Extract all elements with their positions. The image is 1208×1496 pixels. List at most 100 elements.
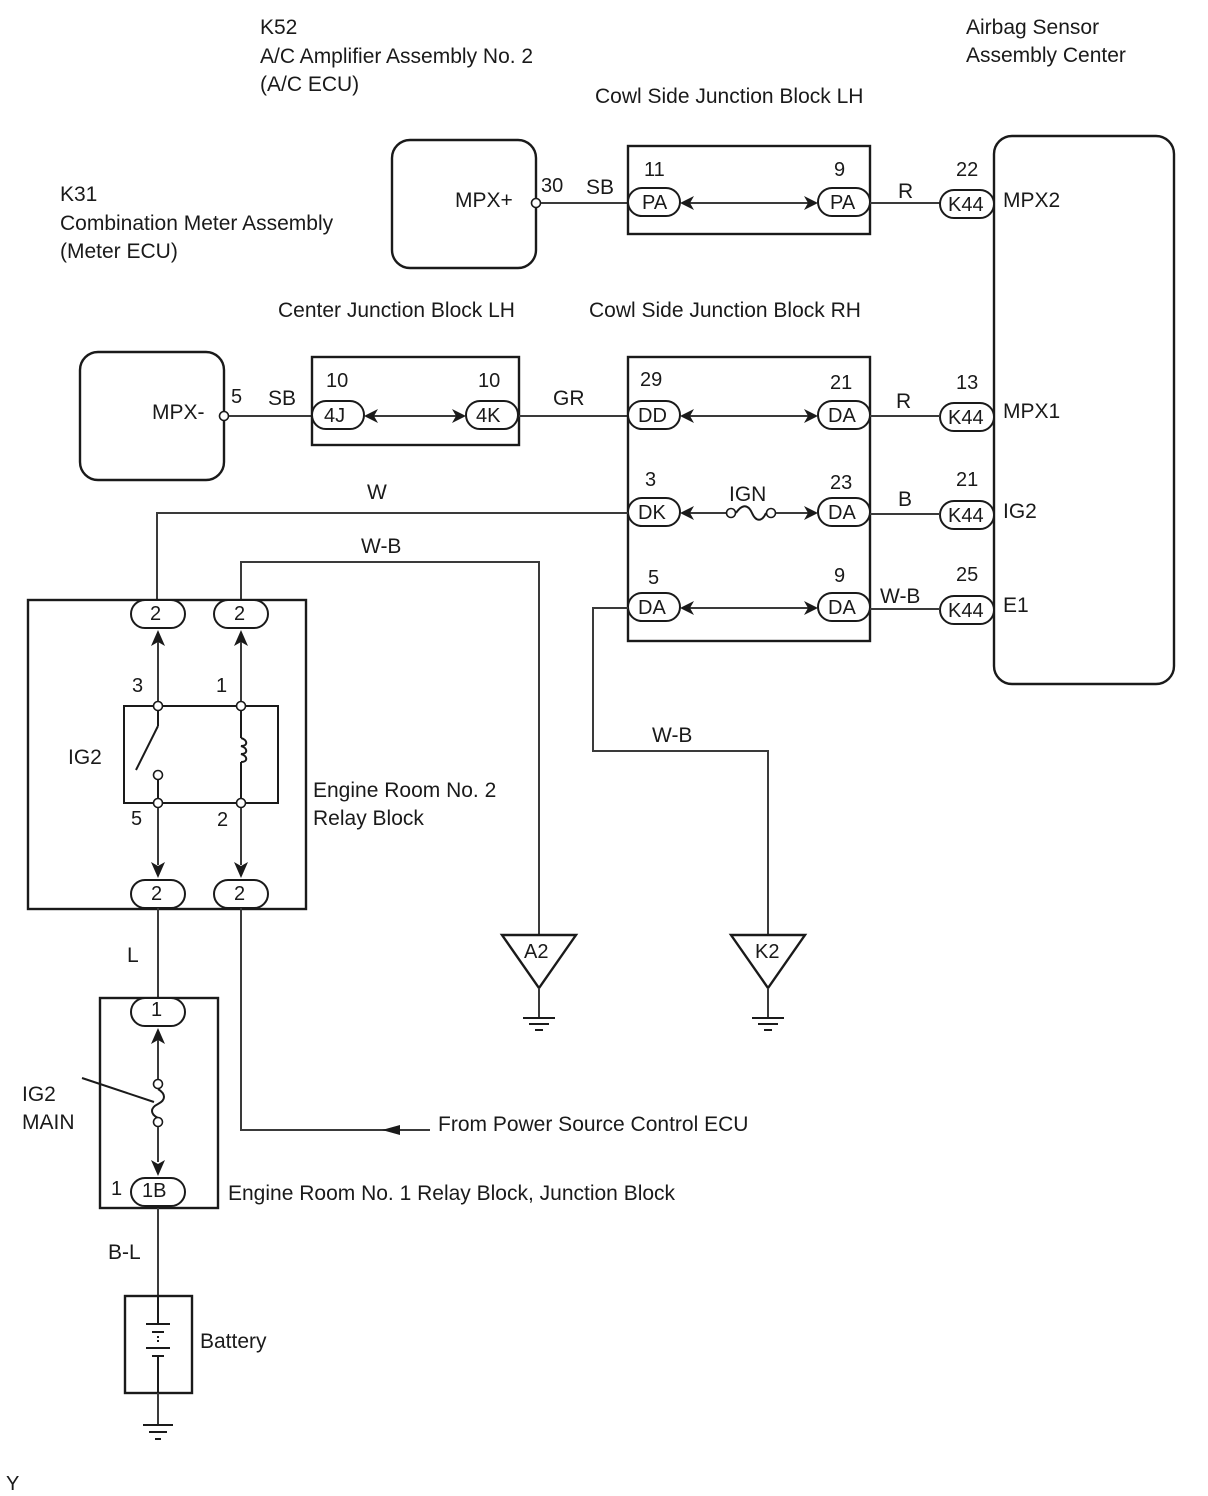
relay-terminal-1 [235,700,247,712]
center-jb-left-conn-label: 4J [324,405,345,427]
relay-terminal-2 [235,797,247,809]
cowl-rh-title: Cowl Side Junction Block RH [589,299,861,322]
relay-block-1-bottom-conn-label: 1B [142,1180,166,1202]
airbag-connector-mpx2 [939,189,995,219]
airbag-sensor-box [992,134,1176,686]
wire-relay-dk-color: W [367,481,387,504]
relay-terminal-3 [152,700,164,712]
meter-ecu-terminal-dot [218,410,230,422]
cowl-rh-r1-right-conn-label: DA [828,405,856,427]
ground-a2-label: A2 [524,941,548,963]
cowl-rh-r2-right-arrow [804,506,818,520]
wire-cowl-lh-airbag-color: R [898,180,913,203]
wire-relay-fuse-color: L [127,944,139,967]
ign-fuse-right-terminal [765,507,777,519]
airbag-terminal-e1: E1 [1003,594,1029,617]
cowl-rh-r1-left-conn-label: DD [638,405,667,427]
cowl-rh-r2-right-connector [817,497,871,527]
center-jb-right-conn-label: 4K [476,405,501,427]
cowl-lh-left-arrow [680,196,694,210]
center-jb-title: Center Junction Block LH [278,299,515,322]
cowl-rh-r3-right-connector [817,592,871,622]
ac-ecu-sub: (A/C ECU) [260,73,359,96]
cowl-rh-r3-right-arrow [804,601,818,615]
power-source-label: From Power Source Control ECU [438,1113,748,1136]
relay-block-2-top-left-arrow [151,630,165,646]
fuse-label-2: MAIN [22,1111,75,1134]
center-jb-left-connector [311,400,365,430]
ground-k2-label: K2 [755,941,779,963]
wire-cowl-rh-e1-color: W-B [880,585,920,608]
relay-block-1-top-connector [130,997,186,1027]
relay-block-2-title-2: Relay Block [313,807,424,830]
wire-cowl-rh-k2-color: W-B [652,724,692,747]
cowl-rh-r3-right-conn-label: DA [828,597,856,619]
cowl-rh-r3-left-arrow [680,601,694,615]
ac-ecu-pin: 30 [541,175,563,197]
relay-block-2-top-right-label: 2 [234,603,245,625]
center-jb-right-pin: 10 [478,370,500,392]
wire-cowl-rh-k2 [592,607,769,935]
corner-mark: Y [6,1473,19,1495]
power-source-arrow [382,1125,400,1135]
cowl-lh-right-arrow [804,196,818,210]
airbag-title-1: Airbag Sensor [966,16,1099,39]
cowl-lh-left-conn-label: PA [642,192,668,214]
wire-center-cowl-rh-color: GR [553,387,585,410]
relay-block-1-bottom-pin: 1 [111,1178,122,1200]
cowl-rh-r2-left-arrow [680,506,694,520]
wire-power-source [240,908,392,1131]
fuse-terminal-bottom [152,1116,164,1128]
cowl-lh-right-pin: 9 [834,159,845,181]
relay-switch-contact-icon [135,725,159,771]
wire-ac-cowl-lh-color: SB [586,176,614,199]
ign-fuse-left-terminal [725,507,737,519]
relay-switch-terminal [152,769,164,781]
cowl-rh-r3-left-pin: 5 [648,567,659,589]
cowl-rh-r1-left-connector [627,400,681,430]
airbag-conn-mpx1-label: K44 [948,407,984,429]
cowl-lh-right-conn-label: PA [830,192,856,214]
ac-ecu-terminal-dot [530,197,542,209]
cowl-lh-left-pin: 11 [644,159,665,181]
wire-cowl-rh-ig2-color: B [898,488,912,511]
ig2-relay-label: IG2 [68,746,102,769]
ground-a2-triangle [499,933,579,991]
wire-relay-a2 [240,561,540,935]
relay-block-2-top-left-label: 2 [150,603,161,625]
wire-meter-center-color: SB [268,387,296,410]
relay-block-1-top-label: 1 [151,999,162,1021]
meter-ecu-terminal: MPX- [152,401,205,424]
relay-pin-3: 3 [132,675,143,697]
airbag-pin-mpx2: 22 [956,159,978,181]
wire-relay-dk [156,512,628,600]
relay-block-1-bottom-connector [130,1177,186,1207]
relay-pin-1: 1 [216,675,227,697]
airbag-terminal-mpx1: MPX1 [1003,400,1060,423]
relay-coil-icon [240,737,248,763]
airbag-terminal-mpx2: MPX2 [1003,189,1060,212]
meter-ecu-pin: 5 [231,386,242,408]
ac-ecu-name: A/C Amplifier Assembly No. 2 [260,45,533,68]
meter-ecu-code: K31 [60,183,97,206]
cowl-rh-r2-right-conn-label: DA [828,502,856,524]
relay-block-2-title-1: Engine Room No. 2 [313,779,496,802]
ac-ecu-code: K52 [260,16,297,39]
ground-k2: K2 [728,933,808,1031]
fuse-leader-line [81,1077,155,1103]
ig2-relay-box [123,705,279,804]
airbag-title-2: Assembly Center [966,44,1126,67]
center-jb-right-connector [465,400,519,430]
relay-block-2-box [26,598,308,911]
center-jb-left-arrow [364,409,378,423]
relay-block-2-bottom-right-arrow [234,862,248,878]
airbag-terminal-ig2: IG2 [1003,500,1037,523]
center-jb-right-arrow [452,409,466,423]
relay-block-2-top-connector-right [213,599,269,629]
ground-a2: A2 [499,933,579,1031]
cowl-rh-r1-left-pin: 29 [640,369,662,391]
relay-block-1-bottom-arrow [151,1160,165,1176]
cowl-rh-r3-left-conn-label: DA [638,597,666,619]
relay-pin-2: 2 [217,809,228,831]
ground-k2-triangle [728,933,808,991]
